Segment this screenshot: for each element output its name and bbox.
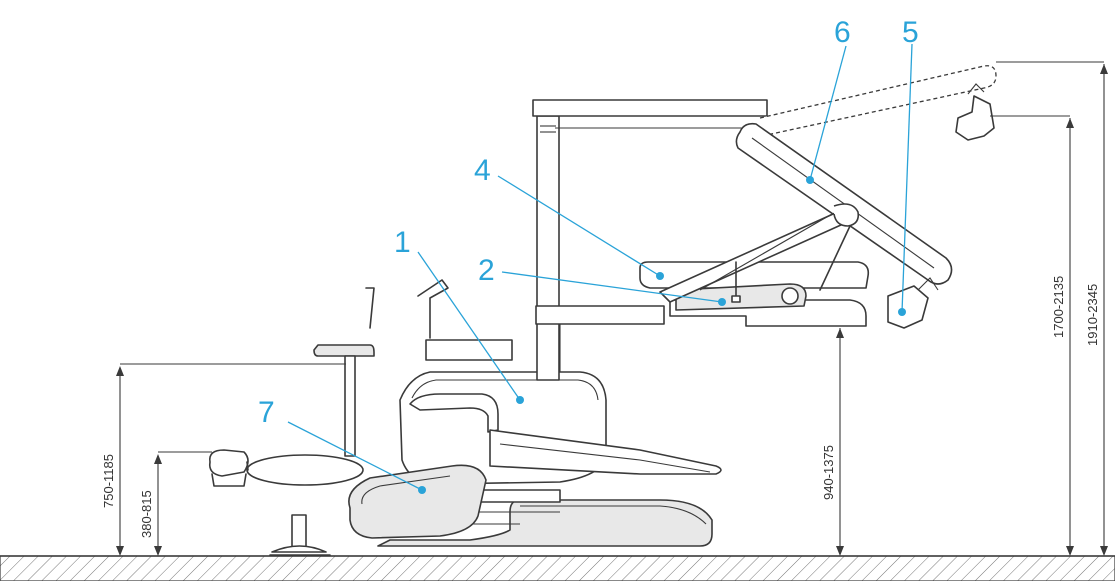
patient-chair <box>348 279 722 539</box>
assistant-stool <box>313 287 375 457</box>
callout-5: 5 <box>902 16 919 49</box>
unit-column <box>532 99 768 381</box>
callout-6: 6 <box>834 16 851 49</box>
light-arm-upper <box>759 65 997 141</box>
floor <box>0 555 1115 581</box>
dimension-lines <box>116 61 1108 556</box>
callout-1: 1 <box>394 226 411 259</box>
dim-tray-height: 940-1375 <box>821 445 836 500</box>
dim-light-height-low: 1700-2135 <box>1051 276 1066 338</box>
doctor-element-delivery <box>208 449 364 487</box>
tray-assembly <box>535 203 870 372</box>
dim-stool-height: 750-1185 <box>101 454 116 508</box>
callout-leaders <box>287 43 913 494</box>
dim-headrest-height: 380-815 <box>139 490 154 538</box>
callout-4: 4 <box>474 154 491 187</box>
dentist-stool <box>269 514 331 556</box>
callout-2: 2 <box>478 254 495 287</box>
dim-light-height-high: 1910-2345 <box>1085 284 1100 346</box>
callout-7: 7 <box>258 396 275 429</box>
